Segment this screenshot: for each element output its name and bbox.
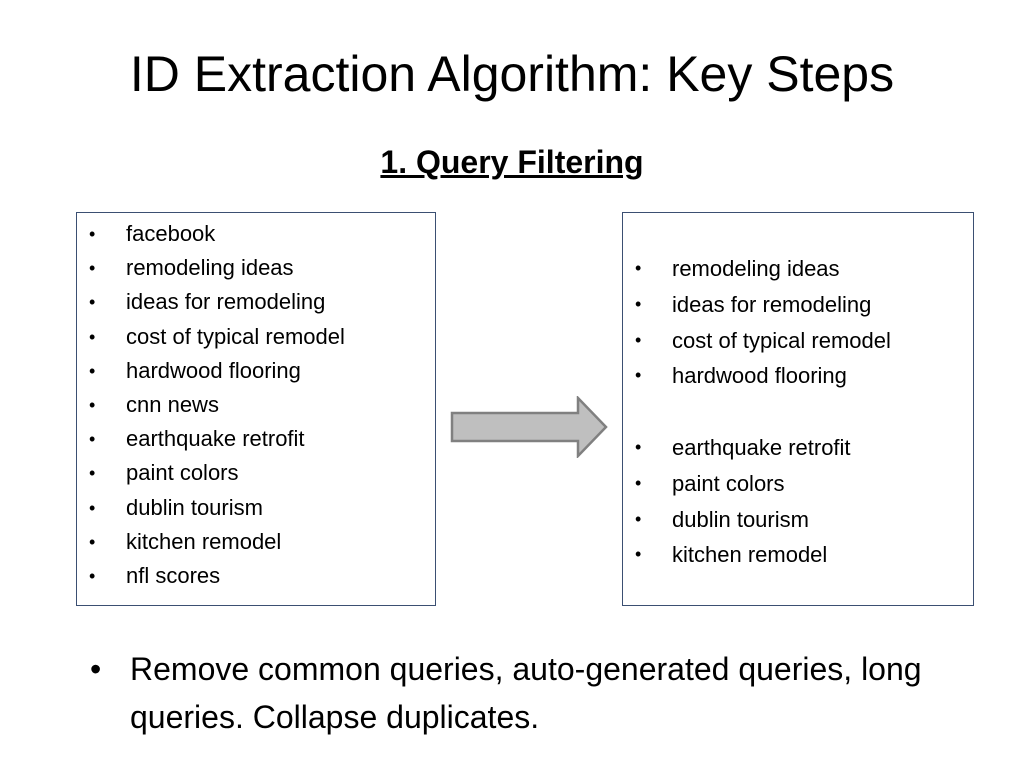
list-item: • dublin tourism	[623, 502, 891, 538]
bullet: •	[635, 436, 642, 457]
query-text: dublin tourism	[126, 494, 263, 520]
list-item: • kitchen remodel	[623, 537, 891, 573]
query-text: kitchen remodel	[672, 542, 828, 568]
bullet: •	[635, 544, 642, 565]
query-text: kitchen remodel	[126, 528, 282, 554]
bullet: •	[89, 394, 96, 415]
query-text: hardwood flooring	[126, 357, 301, 383]
bullet: •	[635, 329, 642, 350]
summary-text: Remove common queries, auto-generated qu…	[130, 651, 922, 735]
list-item: • kitchen remodel	[77, 525, 345, 559]
list-item: • paint colors	[623, 466, 891, 502]
original-queries-list: • facebook • remodeling ideas • ideas for r…	[77, 217, 345, 593]
query-text: ideas for remodeling	[126, 289, 326, 315]
list-item: • remodeling ideas	[77, 251, 345, 285]
query-text: dublin tourism	[672, 506, 809, 532]
filtered-queries-list: •remodeling ideas •ideas for remodeling …	[623, 251, 891, 573]
list-item: • earthquake retrofit	[623, 430, 891, 466]
list-item: • paint colors	[77, 456, 345, 490]
slide-title: ID Extraction Algorithm: Key Steps	[129, 46, 895, 102]
filtered-queries-box: •remodeling ideas •ideas for remodeling …	[622, 212, 974, 606]
bullet: •	[89, 463, 96, 484]
query-text: cost of typical remodel	[126, 323, 345, 349]
list-item: • cnn news	[77, 388, 345, 422]
query-text: earthquake retrofit	[672, 434, 851, 460]
query-text: remodeling ideas	[126, 255, 294, 281]
query-text: paint colors	[126, 460, 239, 486]
list-item: • ideas for remodeling	[623, 287, 891, 323]
bullet: •	[89, 360, 96, 381]
list-item: • dublin tourism	[77, 491, 345, 525]
bullet: •	[90, 651, 102, 687]
bullet: •	[635, 293, 642, 314]
query-text: remodeling ideas	[672, 256, 840, 281]
query-text: ideas for remodeling	[672, 291, 872, 317]
query-text: cost of typical remodel	[672, 327, 891, 353]
bullet: •	[89, 429, 96, 450]
bullet: •	[89, 326, 96, 347]
list-item: • cost of typical remodel	[623, 323, 891, 359]
list-item: • earthquake retrofit	[77, 422, 345, 456]
bullet: •	[635, 508, 642, 529]
list-item: • remodeling ideas	[623, 251, 891, 287]
query-text: hardwood flooring	[672, 363, 847, 389]
bullet: •	[635, 365, 642, 386]
bullet: •	[89, 531, 96, 552]
bullet: •	[635, 258, 642, 278]
bullet: •	[89, 497, 96, 518]
list-item: • hardwood flooring	[77, 354, 345, 388]
arrow-shape	[450, 396, 608, 458]
right-arrow-icon	[450, 396, 608, 458]
summary-list: • Remove common queries, auto-generated q…	[90, 645, 970, 741]
bullet: •	[89, 258, 96, 279]
list-item: • nfl scores	[77, 559, 345, 593]
bullet: •	[89, 565, 96, 586]
query-text: cnn news	[126, 391, 219, 417]
summary-item: • Remove common queries, auto-generated q…	[90, 645, 970, 741]
bullet: •	[89, 292, 96, 313]
list-item: • cost of typical remodel	[77, 320, 345, 354]
query-text: paint colors	[672, 470, 785, 496]
list-item: • hardwood flooring	[623, 358, 891, 394]
original-queries-box: • facebook • remodeling ideas • ideas for r…	[76, 212, 436, 606]
list-item: • ideas for remodeling	[77, 285, 345, 319]
section-subtitle: 1. Query Filtering	[380, 144, 644, 180]
bullet: •	[89, 224, 96, 244]
query-text: earthquake retrofit	[126, 426, 305, 452]
list-item: • facebook	[77, 217, 345, 251]
query-text: facebook	[126, 221, 216, 246]
bullet: •	[635, 472, 642, 493]
query-text: nfl scores	[126, 562, 221, 588]
